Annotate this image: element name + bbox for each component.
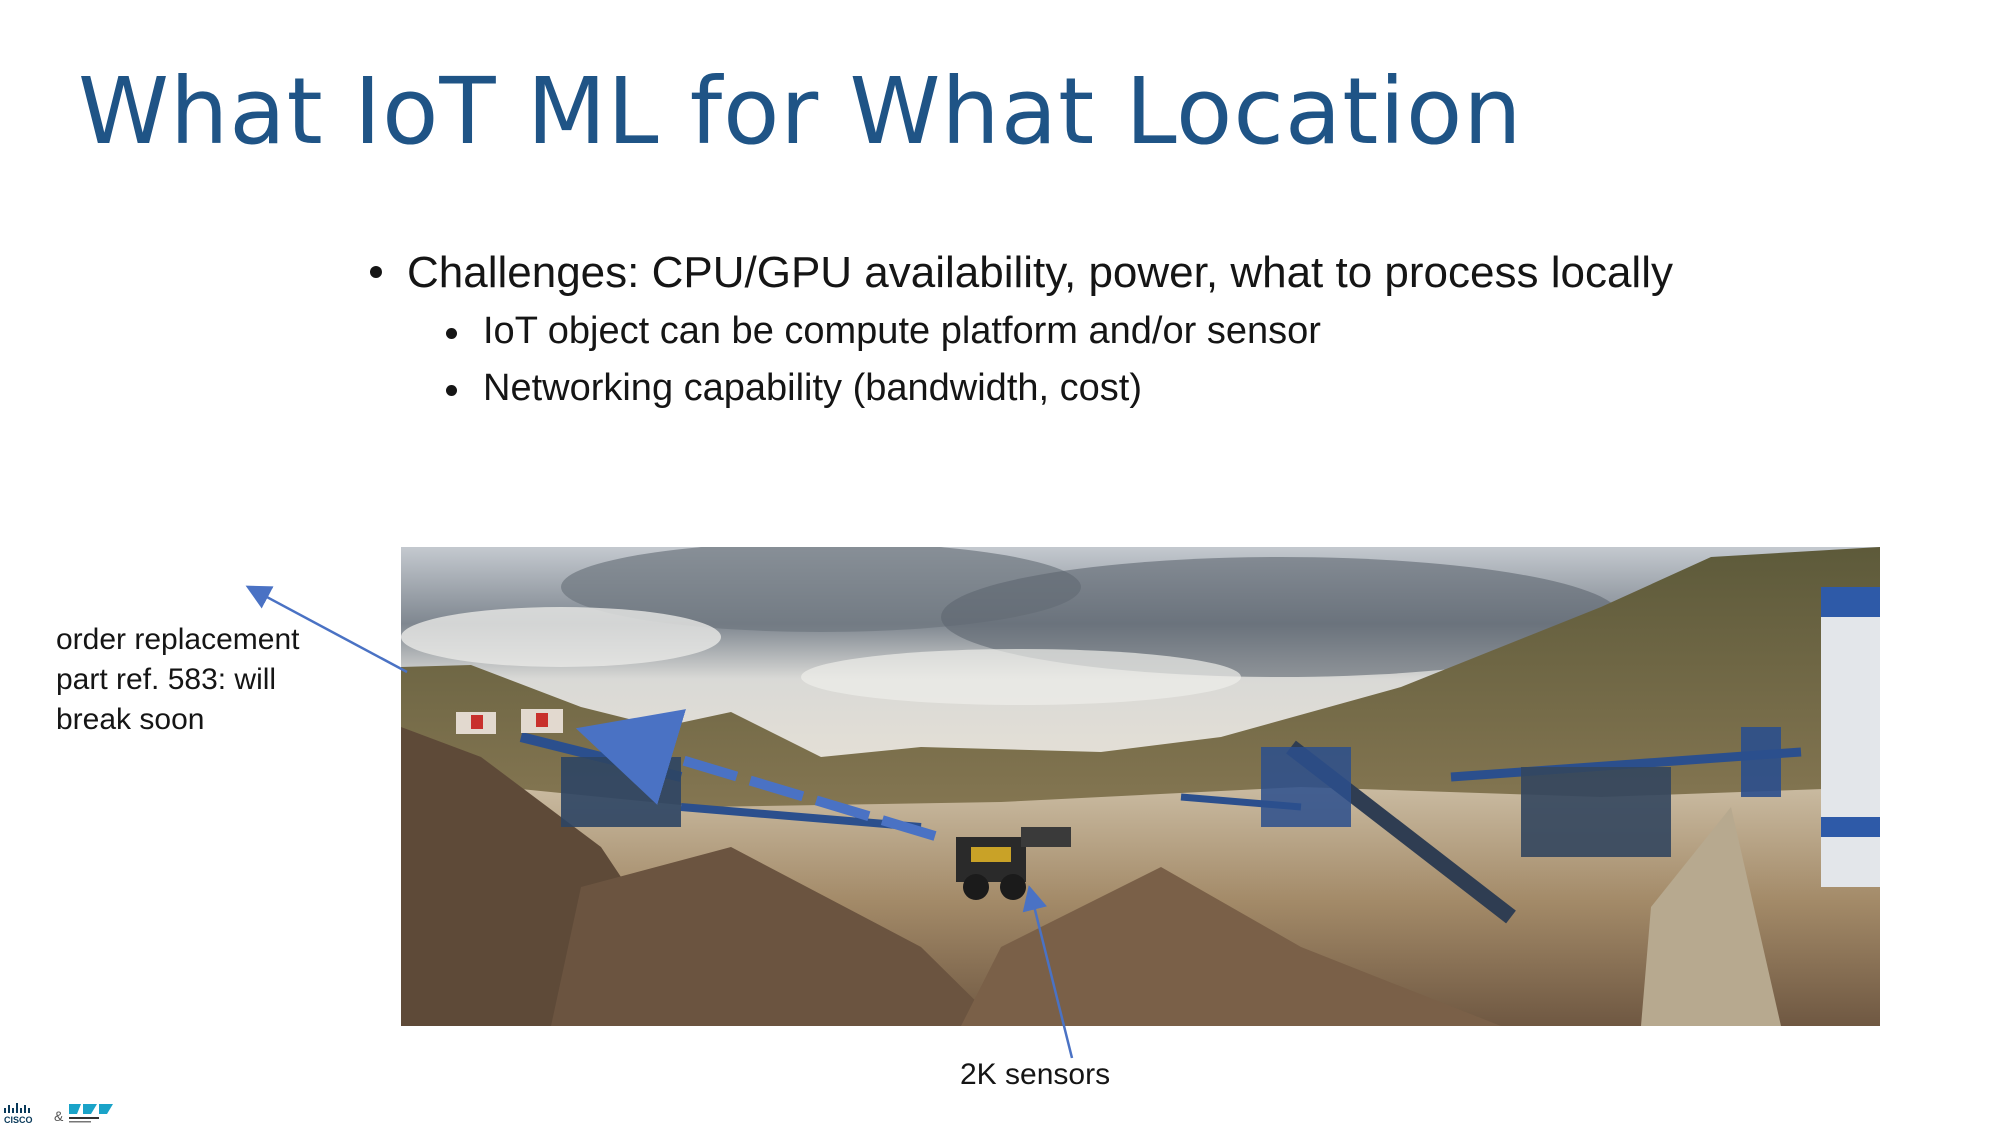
sensors-annotation: 2K sensors (960, 1058, 1111, 1091)
quarry-panorama-photo (401, 547, 1880, 1026)
bullet-dot (370, 266, 382, 278)
bullet-dot (446, 385, 457, 396)
bullet-challenges: Challenges: CPU/GPU availability, power,… (370, 248, 1673, 298)
partner-logo (69, 1104, 114, 1123)
bullet-list: Challenges: CPU/GPU availability, power,… (370, 248, 1673, 424)
quarry-panorama-illustration (401, 547, 1880, 1026)
footer-logos: CISCO & (2, 1100, 115, 1124)
bullet-iot-object: IoT object can be compute platform and/o… (446, 310, 1673, 353)
bullet-dot (446, 328, 457, 339)
slide-title: What IoT ML for What Location (78, 58, 1523, 165)
bullet-networking: Networking capability (bandwidth, cost) (446, 367, 1673, 410)
bullet-iot-object-text: IoT object can be compute platform and/o… (483, 310, 1321, 352)
cisco-logo: CISCO (4, 1103, 33, 1124)
bullet-networking-text: Networking capability (bandwidth, cost) (483, 367, 1142, 409)
bullet-challenges-text: Challenges: CPU/GPU availability, power,… (407, 248, 1673, 297)
logo-ampersand: & (54, 1108, 64, 1124)
svg-text:CISCO: CISCO (4, 1115, 33, 1124)
replacement-order-annotation: order replacement part ref. 583: will br… (56, 623, 300, 736)
